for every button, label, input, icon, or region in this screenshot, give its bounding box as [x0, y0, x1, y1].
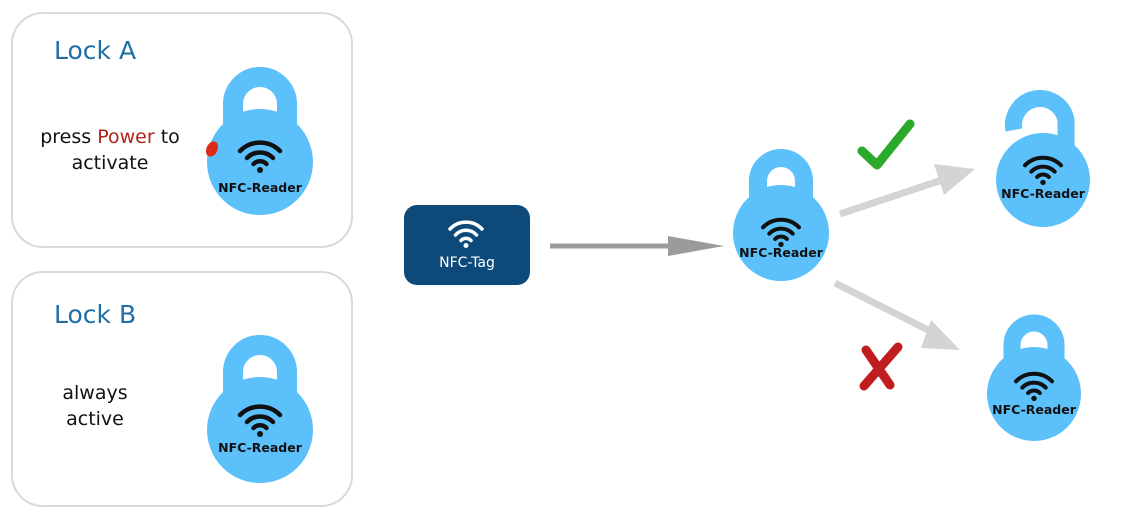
lock-b-description: always active — [25, 380, 165, 432]
lock-b-desc-line1: always — [62, 382, 128, 404]
locked-lock-icon: NFC-Reader — [987, 314, 1081, 441]
lock-a-icon: NFC-Reader — [207, 67, 313, 215]
lock-a-desc-prefix: press — [40, 126, 98, 148]
lock-b-desc-line2: active — [66, 408, 124, 430]
locked-lock-reader-label: NFC-Reader — [992, 402, 1077, 417]
lock-b-title: Lock B — [54, 300, 137, 329]
unlocked-lock-reader-label: NFC-Reader — [1001, 186, 1086, 201]
power-keyword: Power — [97, 126, 155, 148]
cross-icon — [859, 342, 903, 391]
lock-a-description: press Power to activate — [25, 124, 195, 176]
fail-arrow — [833, 279, 960, 350]
center-lock-reader-label: NFC-Reader — [739, 245, 824, 260]
unlocked-lock-icon: NFC-Reader — [996, 90, 1090, 227]
lock-b-icon: NFC-Reader — [207, 335, 313, 483]
center-lock-icon: NFC-Reader — [733, 149, 829, 281]
success-arrow — [838, 164, 975, 218]
nfc-tag: NFC-Tag — [404, 205, 530, 285]
power-button-dot — [205, 141, 219, 157]
lock-b-reader-label: NFC-Reader — [218, 440, 303, 455]
lock-a-reader-label: NFC-Reader — [218, 180, 303, 195]
check-icon — [857, 119, 915, 170]
tag-to-reader-arrow — [550, 236, 724, 256]
nfc-tag-label: NFC-Tag — [439, 255, 495, 271]
lock-a-desc-line2: activate — [71, 152, 149, 174]
lock-a-title: Lock A — [54, 36, 137, 65]
lock-a-desc-suffix: to — [154, 126, 180, 148]
